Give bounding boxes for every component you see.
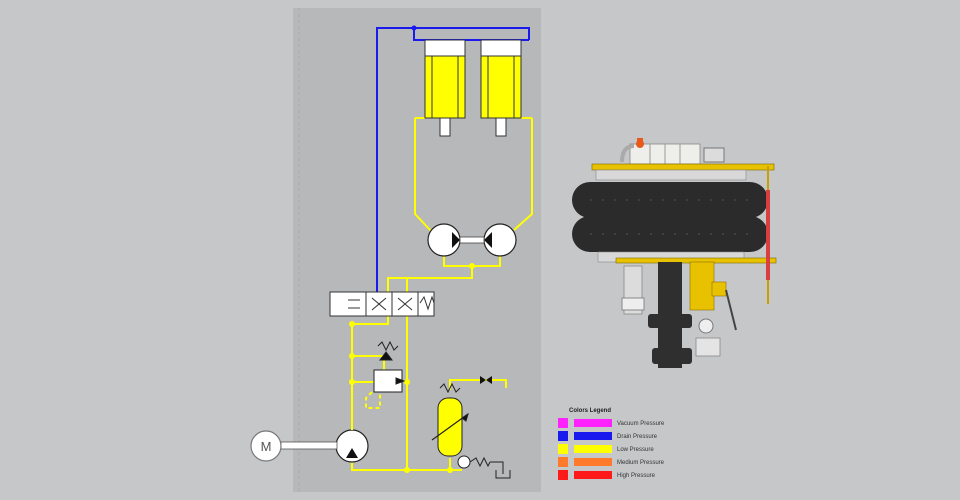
legend-bar bbox=[574, 458, 612, 466]
hydraulic-motor-left bbox=[427, 223, 461, 257]
legend-bar bbox=[574, 445, 612, 453]
airbag-upper bbox=[572, 182, 768, 218]
directional-control-valve bbox=[329, 291, 435, 317]
cylinder-right bbox=[480, 39, 522, 137]
accumulator bbox=[431, 382, 469, 457]
drain-junction bbox=[411, 25, 417, 31]
legend-swatch bbox=[558, 457, 568, 467]
legend-swatch bbox=[558, 444, 568, 454]
drive-shaft bbox=[280, 441, 338, 450]
airbag-actuator-assembly bbox=[572, 138, 777, 368]
brass-valve bbox=[689, 261, 715, 311]
legend-swatch bbox=[558, 431, 568, 441]
airbag-lower bbox=[572, 216, 768, 252]
electric-motor-label: M bbox=[261, 439, 272, 454]
shutoff-valve bbox=[480, 376, 492, 384]
motor-coupling bbox=[459, 236, 485, 244]
legend-swatch bbox=[558, 470, 568, 480]
legend-label: Low Pressure bbox=[617, 447, 654, 453]
electric-motor: M bbox=[250, 430, 282, 462]
pressure-relief-valve bbox=[373, 340, 406, 393]
legend-label: Drain Pressure bbox=[617, 434, 658, 440]
legend-bar bbox=[574, 432, 612, 440]
legend-label: High Pressure bbox=[617, 473, 656, 479]
hydraulic-pump bbox=[335, 424, 369, 463]
cylinder-left bbox=[424, 39, 466, 137]
legend-title: Colors Legend bbox=[569, 408, 611, 414]
legend-bar bbox=[574, 471, 612, 479]
reservoir-tank bbox=[490, 461, 511, 479]
legend-label: Medium Pressure bbox=[617, 460, 665, 466]
hydraulic-motor-right bbox=[483, 223, 517, 257]
top-mounting-plate bbox=[591, 163, 775, 171]
legend-bar bbox=[574, 419, 612, 427]
junction-dots bbox=[349, 263, 475, 473]
legend-swatch bbox=[558, 418, 568, 428]
check-valve bbox=[457, 455, 491, 469]
legend-label: Vacuum Pressure bbox=[617, 421, 665, 427]
